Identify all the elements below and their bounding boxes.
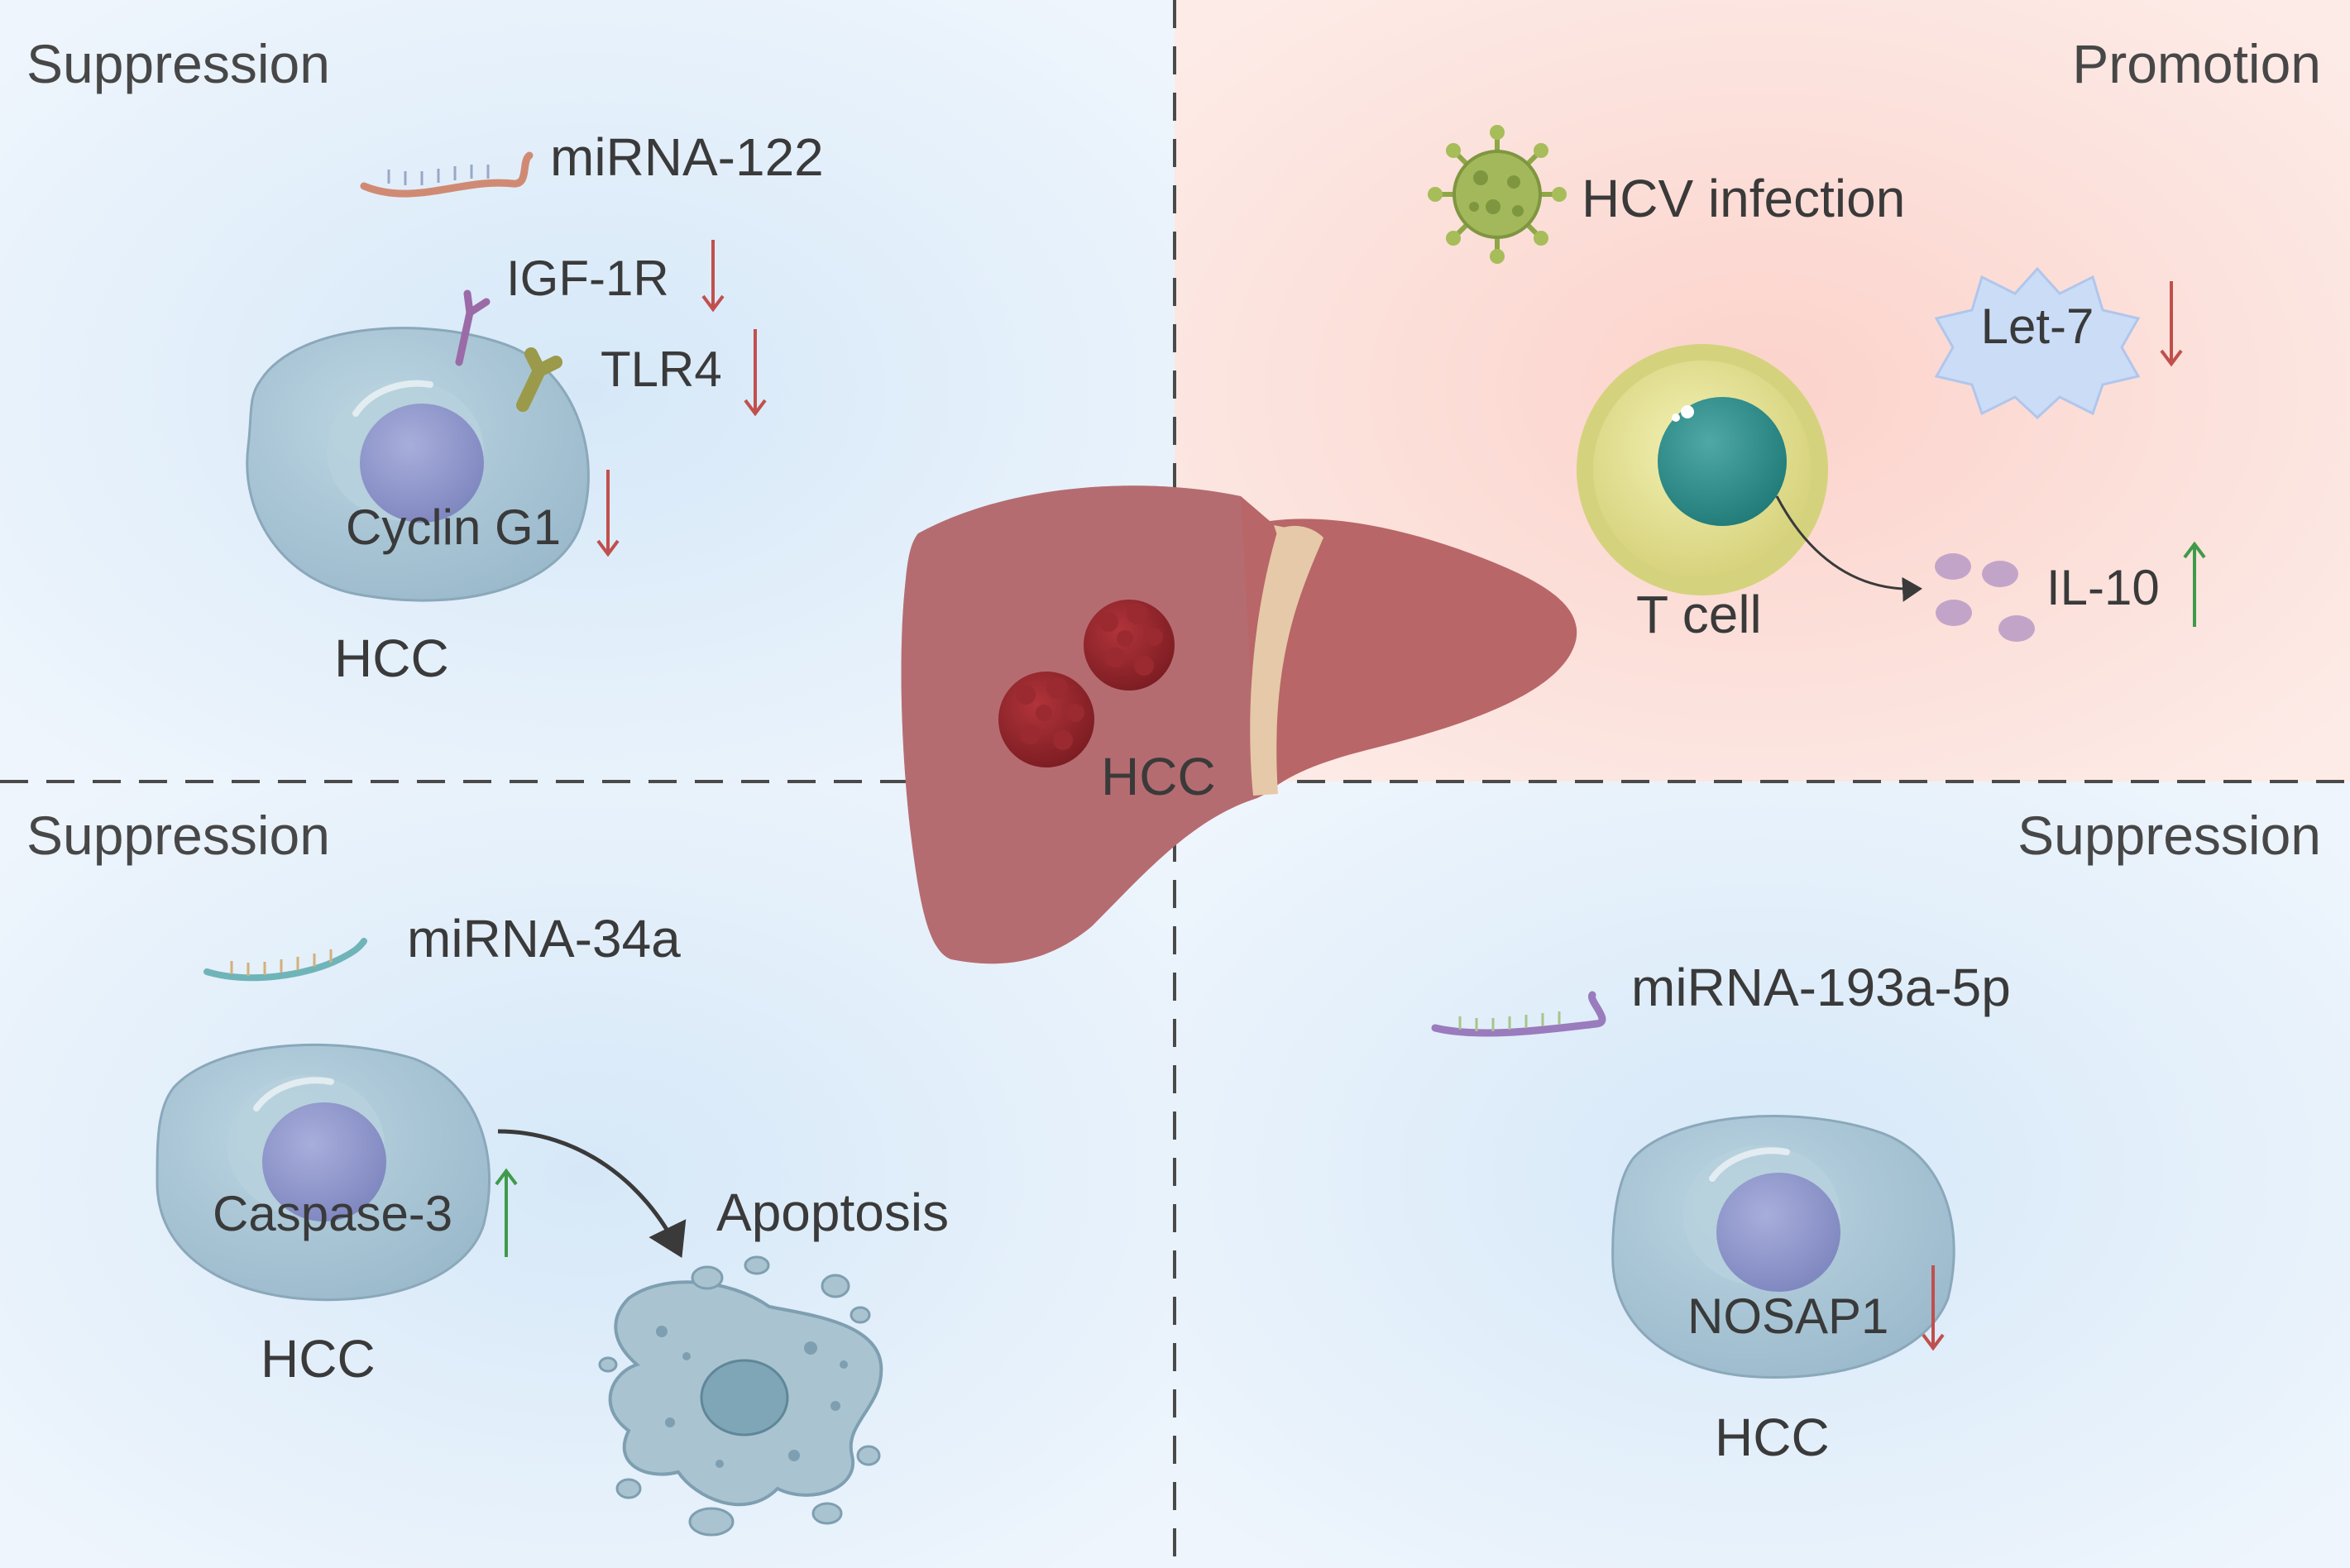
up-arrow-icon — [2183, 541, 2206, 627]
t-cell-icon — [1577, 344, 1828, 595]
apoptosis-arrow — [497, 1129, 687, 1258]
target-label-cyclin-g1: Cyclin G1 — [346, 500, 561, 555]
hcc-cell-bottom-right — [1611, 1115, 1955, 1379]
center-label-hcc: HCC — [1101, 747, 1216, 806]
cell-label-hcc-top-left: HCC — [334, 629, 449, 688]
liver-ligament — [1250, 525, 1323, 796]
down-arrow-icon — [701, 240, 725, 313]
apoptotic-cell-icon — [598, 1255, 883, 1537]
mirna-label-122: miRNA-122 — [550, 127, 824, 187]
il10-particles-icon — [1935, 553, 2035, 642]
cytokine-label-il10: IL-10 — [2046, 560, 2160, 615]
trigger-label-hcv: HCV infection — [1582, 169, 1905, 228]
quadrant-title-bottom-right: Suppression — [2017, 805, 2321, 866]
target-label-igf1r: IGF-1R — [506, 251, 669, 306]
down-arrow-icon — [744, 329, 767, 417]
down-arrow-icon — [1922, 1265, 1945, 1351]
hcc-cell-bottom-left — [156, 1043, 491, 1302]
cell-label-t-cell: T cell — [1636, 585, 1762, 644]
mirna-strand-icon — [1431, 991, 1606, 1037]
tlr4-receptor-icon — [516, 347, 562, 412]
down-arrow-icon — [2160, 281, 2183, 367]
quadrant-title-bottom-left: Suppression — [26, 805, 330, 866]
mirna-strand-icon — [360, 151, 534, 198]
cell-label-hcc-bottom-right: HCC — [1715, 1408, 1830, 1467]
cell-label-hcc-bottom-left: HCC — [261, 1329, 376, 1389]
mirna-label-34a: miRNA-34a — [407, 909, 681, 968]
target-label-nosap1: NOSAP1 — [1687, 1288, 1888, 1344]
virus-icon — [1428, 125, 1567, 264]
quadrant-title-top-right: Promotion — [2072, 33, 2321, 94]
igf1r-receptor-icon — [455, 289, 491, 366]
let7-burst-icon — [1934, 266, 2141, 420]
mirna-strand-icon — [203, 938, 367, 982]
outcome-label-apoptosis: Apoptosis — [716, 1183, 949, 1242]
down-arrow-icon — [596, 470, 620, 557]
mirna-label-193a-5p: miRNA-193a-5p — [1631, 958, 2011, 1017]
mirna-label-let7: Let-7 — [1981, 299, 2094, 354]
tumor-nodule-icon — [1084, 600, 1175, 691]
tumor-nodule-icon — [998, 672, 1094, 767]
target-label-caspase3: Caspase-3 — [213, 1186, 452, 1241]
quadrant-title-top-left: Suppression — [26, 33, 330, 94]
secretion-arrow — [1775, 495, 1922, 602]
up-arrow-icon — [495, 1168, 518, 1257]
target-label-tlr4: TLR4 — [601, 342, 722, 397]
hcc-cell-top-left — [246, 327, 590, 602]
